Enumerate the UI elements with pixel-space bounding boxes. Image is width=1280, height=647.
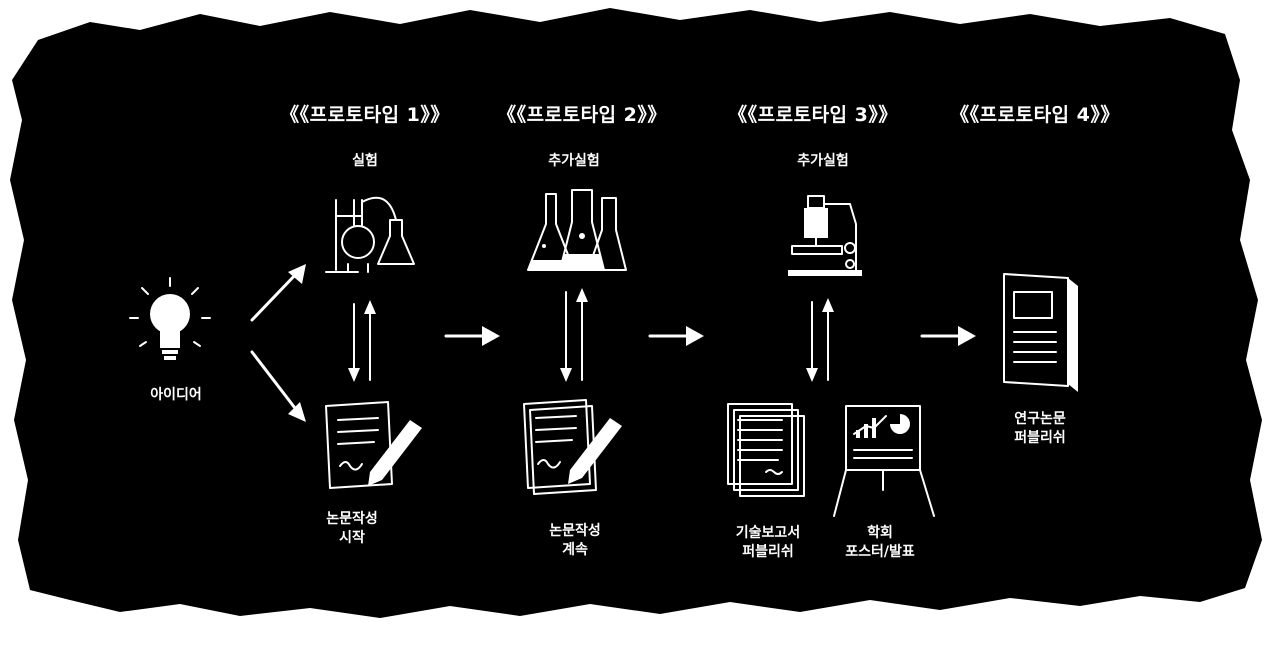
lightbulb-icon xyxy=(129,277,211,360)
prototype-3-heading: 《《프로토타입 3》》 xyxy=(728,104,898,126)
arrow-experiment2-paper-bidirectional xyxy=(560,288,588,382)
idea-label: 아이디어 xyxy=(150,387,202,403)
arrow-proto3-to-proto4 xyxy=(920,326,976,346)
chemistry-apparatus-icon xyxy=(325,196,415,273)
document-pen-icon xyxy=(523,399,622,495)
arrow-proto2-to-proto3 xyxy=(648,326,704,346)
arrow-idea-to-paper-start xyxy=(250,350,306,422)
extra-experiment-2-label: 추가실험 xyxy=(548,153,600,169)
poster-easel-icon xyxy=(833,405,935,517)
paper-start-label: 논문작성 시작 xyxy=(326,511,378,546)
chalkboard-shape xyxy=(10,8,1262,618)
paper-continue-label: 논문작성 계속 xyxy=(549,523,601,558)
tech-report-label: 기술보고서 퍼블리쉬 xyxy=(735,525,801,560)
document-stack-icon xyxy=(727,403,805,497)
prototype-2-heading: 《《프로토타입 2》》 xyxy=(497,104,667,126)
document-pen-icon xyxy=(325,401,422,489)
publication-label: 연구논문 퍼블리쉬 xyxy=(1014,411,1066,446)
prototype-1-heading: 《《프로토타입 1》》 xyxy=(280,104,450,126)
poster-label: 학회 포스터/발표 xyxy=(845,525,915,560)
book-icon xyxy=(1003,273,1078,392)
arrow-experiment3-reports-bidirectional xyxy=(806,298,834,382)
flasks-icon xyxy=(527,189,627,271)
arrow-proto1-to-proto2 xyxy=(444,326,500,346)
extra-experiment-3-label: 추가실험 xyxy=(797,153,849,169)
flow-arrows xyxy=(250,264,976,422)
experiment-label: 실험 xyxy=(352,153,378,169)
arrow-idea-to-experiment xyxy=(250,264,306,322)
arrow-experiment-paper-bidirectional-1 xyxy=(348,300,376,382)
microscope-icon xyxy=(788,195,862,276)
prototype-4-heading: 《《프로토타입 4》》 xyxy=(950,104,1120,126)
